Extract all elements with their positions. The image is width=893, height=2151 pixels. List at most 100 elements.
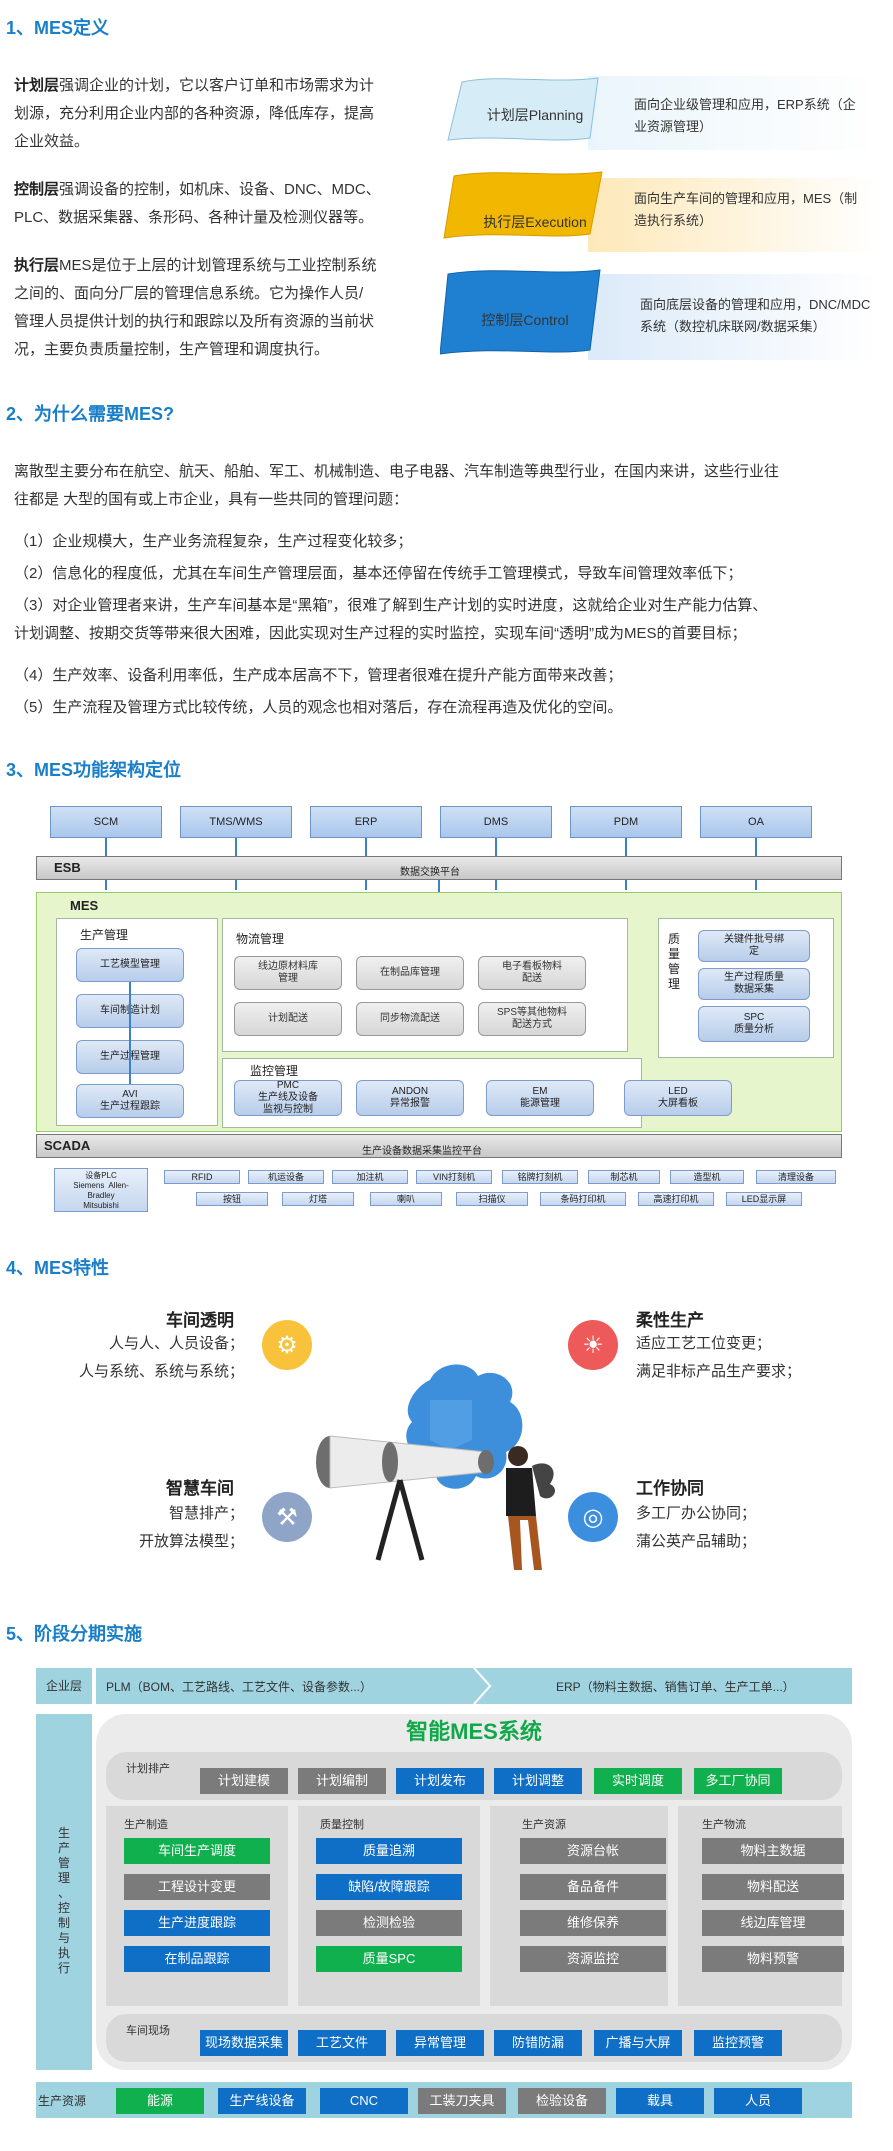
execution-desc-2: 造执行系统） — [634, 213, 713, 228]
qual-item-1: 关键件批号绑 定 — [698, 930, 810, 962]
mon-item-andon: ANDON 异常报警 — [356, 1080, 464, 1116]
log-item-2: 在制品库管理 — [356, 956, 464, 990]
architecture-diagram: SCM TMS/WMS ERP DMS PDM OA ESB 数据交换平台 ME… — [36, 806, 856, 1226]
execution-desc-1: 面向生产车间的管理和应用，MES（制 — [634, 191, 858, 206]
plan-button-3: 计划发布 — [396, 1768, 484, 1794]
esb-label: ESB — [54, 860, 81, 875]
floor-label: 车间现场 — [126, 2025, 170, 2037]
why-item-5: （5）生产流程及管理方式比较传统，人员的观念也相对落后，存在流程再造及优化的空间… — [14, 699, 623, 716]
planning-desc-bg — [588, 76, 878, 150]
device-barcode-printer: 条码打印机 — [540, 1192, 626, 1206]
plan-label: 计划排产 — [126, 1763, 170, 1775]
res-item-3: 维修保养 — [520, 1910, 666, 1936]
plm-text: PLM（BOM、工艺路线、工艺文件、设备参数...） — [106, 1680, 373, 1694]
res-button-7: 人员 — [714, 2088, 802, 2114]
res-item-1: 资源台帐 — [520, 1838, 666, 1864]
connector-line — [129, 982, 131, 1084]
planning-desc-1: 面向企业级管理和应用，ERP系统（企 — [634, 97, 856, 112]
telescope-illustration — [316, 1364, 556, 1570]
planning-layer-shape — [447, 77, 599, 141]
side-label-bg — [36, 1714, 92, 2070]
qc-panel — [298, 1806, 480, 2006]
plan-button-4: 计划调整 — [494, 1768, 582, 1794]
mfg-label: 生产制造 — [124, 1819, 168, 1831]
floor-button-2: 工艺文件 — [298, 2030, 386, 2056]
qc-item-3: 检测检验 — [316, 1910, 462, 1936]
connector-line — [438, 880, 440, 902]
planning-desc: 面向企业级管理和应用，ERP系统（企业资源管理） — [634, 94, 874, 138]
control-layer-line2: PLC、数据采集器、条形码、各种计量及检测仪器等。 — [14, 209, 374, 226]
section-2-title: 2、为什么需要MES? — [6, 404, 175, 424]
qc-item-2: 缺陷/故障跟踪 — [316, 1874, 462, 1900]
why-item-4: （4）生产效率、设备利用率低，生产成本居高不下，管理者很难在提升产能方面带来改善… — [14, 667, 623, 684]
section-4-title: 4、MES特性 — [6, 1258, 110, 1278]
lightbulb-icon: ☀ — [568, 1320, 618, 1370]
exec-layer-line4: 况，主要负责质量控制，生产管理和调度执行。 — [14, 341, 330, 358]
feature-transparent-line2: 人与系统、系统与系统； — [78, 1363, 244, 1380]
exec-layer-bold: 执行层 — [14, 257, 60, 274]
person-body — [506, 1468, 536, 1516]
esb-bar — [36, 856, 842, 880]
scada-bar — [36, 1134, 842, 1158]
planning-label: 计划层Planning — [486, 107, 584, 123]
log-item-1: 线边原材料库 管理 — [234, 956, 342, 990]
control-layer-shape — [440, 269, 601, 355]
feature-transparent-line1: 人与人、人员设备； — [108, 1335, 244, 1352]
mes-label: MES — [70, 898, 99, 913]
plan-layer-line1: 强调企业的计划，它以客户订单和市场需求为计 — [59, 77, 375, 94]
side-label: 生 产 管 理 、 控 制 与 执 行 — [57, 1826, 70, 1975]
mfg-item-3: 生产进度跟踪 — [124, 1910, 270, 1936]
system-tms-wms: TMS/WMS — [180, 806, 292, 838]
plan-button-5: 实时调度 — [594, 1768, 682, 1794]
device-scanner: 扫描仪 — [456, 1192, 528, 1206]
logi-item-2: 物料配送 — [702, 1874, 844, 1900]
floor-button-6: 监控预警 — [694, 2030, 782, 2056]
feature-collab-line1: 多工厂办公协同； — [636, 1505, 757, 1522]
logi-item-3: 线边库管理 — [702, 1910, 844, 1936]
control-desc-bg — [588, 274, 878, 360]
floor-button-1: 现场数据采集 — [200, 2030, 288, 2056]
mon-item-em: EM 能源管理 — [486, 1080, 594, 1116]
system-pdm: PDM — [570, 806, 682, 838]
scada-label: SCADA — [44, 1138, 91, 1153]
feature-flexible-line1: 适应工艺工位变更； — [636, 1335, 772, 1352]
feature-smart-title: 智慧车间 — [166, 1479, 234, 1498]
monitor-label: 监控管理 — [250, 1064, 299, 1078]
logi-item-1: 物料主数据 — [702, 1838, 844, 1864]
section-1-title: 1、MES定义 — [6, 18, 110, 38]
device-plc: 设备PLC Siemens Allen- Bradley Mitsubishi — [54, 1168, 148, 1212]
floor-button-3: 异常管理 — [396, 2030, 484, 2056]
res-item-4: 资源监控 — [520, 1946, 666, 1972]
mfg-item-4: 在制品跟踪 — [124, 1946, 270, 1972]
plan-button-2: 计划编制 — [298, 1768, 386, 1794]
hand-shape — [532, 1463, 556, 1499]
exec-layer-line2: 之间的、面向分厂层的管理信息系统。它为操作人员/ — [14, 285, 364, 302]
res-label: 生产资源 — [522, 1819, 566, 1831]
mfg-panel — [106, 1806, 288, 2006]
why-item-3a: （3）对企业管理者来讲，生产车间基本是“黑箱”，很难了解到生产计划的实时进度，这… — [14, 597, 768, 614]
planning-desc-2: 业资源管理） — [634, 119, 713, 134]
system-oa: OA — [700, 806, 812, 838]
prod-item-process-model: 工艺模型管理 — [76, 948, 184, 982]
device-core: 制芯机 — [588, 1170, 660, 1184]
mfg-item-2: 工程设计变更 — [124, 1874, 270, 1900]
mes-system-title: 智能MES系统 — [406, 1719, 542, 1744]
definition-text: 计划层强调企业的计划，它以客户订单和市场需求为计 划源，充分利用企业内部的各种资… — [14, 72, 434, 364]
execution-desc-bg — [588, 178, 878, 252]
log-item-3: 电子看板物料 配送 — [478, 956, 586, 990]
layers-diagram — [440, 76, 878, 360]
log-item-6: SPS等其他物料 配送方式 — [478, 1002, 586, 1036]
log-item-5: 同步物流配送 — [356, 1002, 464, 1036]
device-vin: VIN打刻机 — [416, 1170, 492, 1184]
scada-center-label: 生产设备数据采集监控平台 — [362, 1146, 482, 1157]
plan-layer-line3: 企业效益。 — [14, 133, 90, 150]
device-horn: 喇叭 — [370, 1192, 442, 1206]
feature-collab-title: 工作协同 — [636, 1479, 704, 1498]
mfg-item-1: 车间生产调度 — [124, 1838, 270, 1864]
feature-smart-line2: 开放算法模型； — [138, 1533, 244, 1550]
why-intro-2: 往都是 大型的国有或上市企业，具有一些共同的管理问题： — [14, 491, 409, 508]
bulb-head-icon: ⚙ — [262, 1320, 312, 1370]
tripod-leg — [397, 1479, 425, 1561]
erp-text: ERP（物料主数据、销售订单、生产工单...） — [556, 1680, 795, 1694]
qc-item-1: 质量追溯 — [316, 1838, 462, 1864]
